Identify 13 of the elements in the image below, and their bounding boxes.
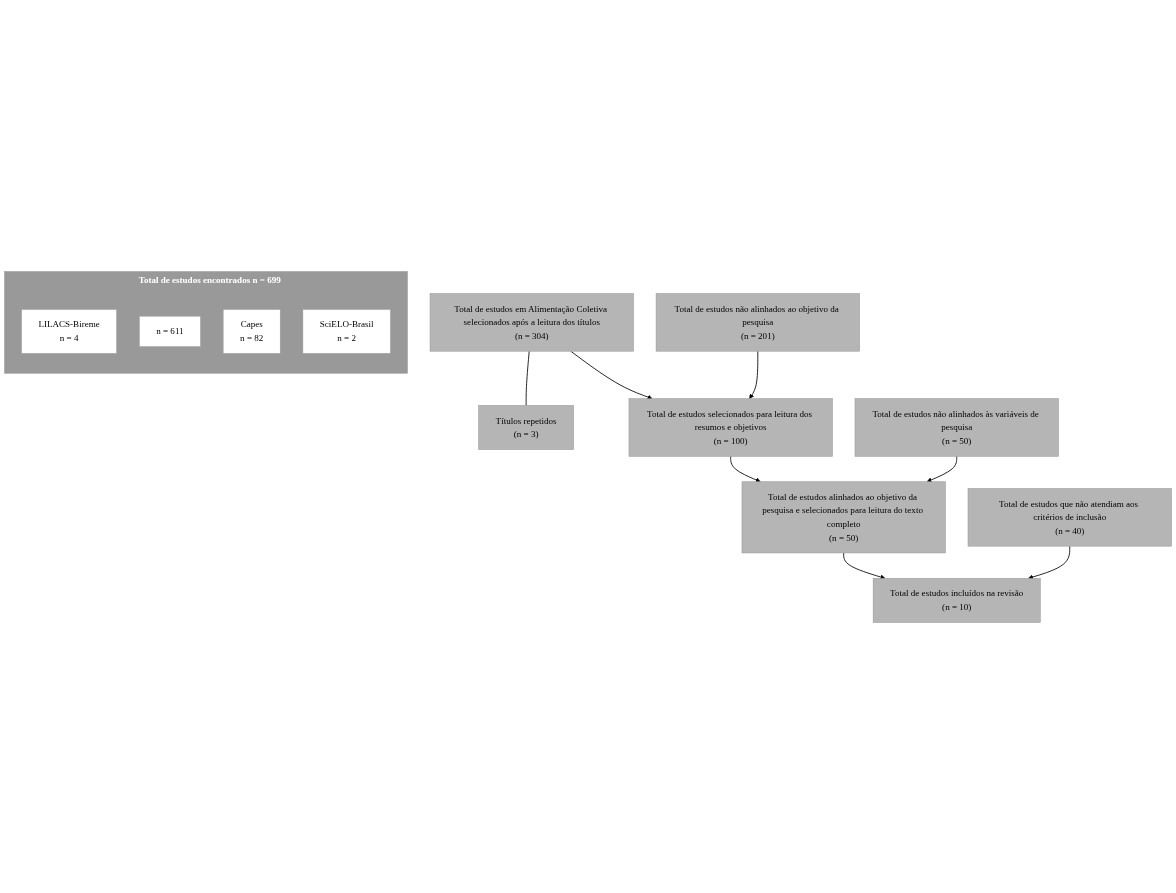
node-box: Total de estudos não alinhados às variáveis de pesquisa (n = 50) bbox=[854, 397, 1059, 457]
node-box: Total de estudos selecionados para leitura dos resumos e objetivos (n = 100) bbox=[628, 397, 833, 457]
node-box: Capes n = 82 bbox=[222, 308, 281, 354]
node-box: n = 611 bbox=[139, 315, 201, 347]
connector bbox=[525, 350, 530, 406]
node-box: Total de estudos incluídos na revisão (n = 10) bbox=[872, 577, 1041, 623]
node-box: Títulos repetidos (n = 3) bbox=[478, 404, 574, 450]
node-box: Total de estudos não alinhados ao objetivo da pesquisa (n = 201) bbox=[655, 292, 860, 351]
node-box: Total de estudos que não atendiam aos critérios de inclusão (n = 40) bbox=[967, 487, 1172, 546]
node-box: LILACS-Bireme n = 4 bbox=[21, 308, 117, 354]
node-box: SciELO-Brasil n = 2 bbox=[302, 308, 391, 354]
node-box: Total de estudos alinhados ao objetivo da pesquisa e selecionados para leitura do texto completo (n = 50) bbox=[741, 480, 946, 553]
node-box: Total de estudos em Alimentação Coletiva selecionados após a leitura dos títulos (n = 304) bbox=[429, 292, 634, 351]
